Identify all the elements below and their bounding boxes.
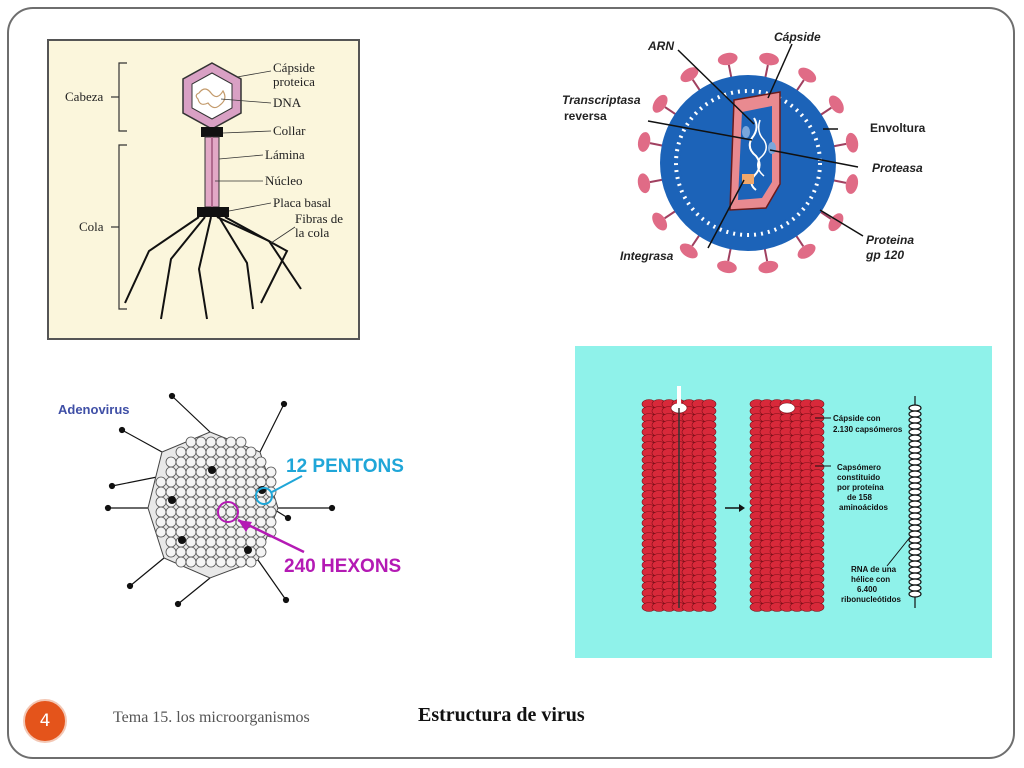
label-la-cola: la cola — [295, 225, 330, 240]
label-cola: Cola — [79, 219, 104, 234]
label-cabeza: Cabeza — [65, 89, 103, 104]
tmv-diagram: Cápside con 2.130 capsómeros Capsómero c… — [575, 346, 992, 658]
label-reversa: reversa — [564, 109, 607, 123]
label-por-proteina: por proteína — [837, 483, 884, 492]
slide-number-badge: 4 — [23, 699, 67, 743]
label-placa-basal: Placa basal — [273, 195, 332, 210]
label-envoltura: Envoltura — [870, 121, 926, 135]
label-capside-con: Cápside con — [833, 414, 881, 423]
footer-topic: Tema 15. los microorganismos — [113, 709, 310, 726]
adenovirus-diagram: Adenovirus 12 PENTONS 240 HEXONS — [52, 390, 404, 610]
slide-title: Estructura de virus — [418, 704, 585, 726]
label-capside-hiv: Cápside — [774, 30, 821, 44]
label-6400: 6.400 — [857, 585, 878, 594]
label-dna: DNA — [273, 95, 302, 110]
label-proteina: Proteina — [866, 233, 914, 247]
label-arn: ARN — [647, 39, 674, 53]
label-lamina: Lámina — [265, 147, 305, 162]
label-aminoacidos: aminoácidos — [839, 503, 888, 512]
label-collar: Collar — [273, 123, 306, 138]
label-ribonucleotidos: ribonucleótidos — [841, 595, 902, 604]
svg-text:RNA de una hélice con: RNA de una hélice con 6.400 ribonucleóti… — [841, 565, 902, 604]
label-hexons: 240 HEXONS — [284, 556, 401, 577]
label-pentons: 12 PENTONS — [286, 456, 404, 477]
label-capside: Cápside — [273, 60, 315, 75]
label-capsomeros: 2.130 capsómeros — [833, 425, 903, 434]
label-transcriptasa: Transcriptasa — [562, 93, 641, 107]
svg-text:Capsómero constituido: Capsómero constituido por proteína de 15… — [837, 463, 888, 512]
label-gp120: gp 120 — [865, 248, 904, 262]
label-proteasa: Proteasa — [872, 161, 923, 175]
bacteriophage-diagram: Cabeza Cola Cápside proteica DNA Collar … — [47, 39, 360, 340]
label-capsomero: Capsómero — [837, 463, 881, 472]
label-rna-helice: RNA de una — [851, 565, 897, 574]
svg-text:Cápside con 2.130 capsóm: Cápside con 2.130 capsómeros — [833, 414, 903, 434]
label-helice-con: hélice con — [851, 575, 890, 584]
label-fibras: Fibras de — [295, 211, 343, 226]
label-de-158: de 158 — [847, 493, 872, 502]
label-proteica: proteica — [273, 74, 315, 89]
label-nucleo: Núcleo — [265, 173, 303, 188]
hiv-diagram: ARN Cápside Transcriptasa reversa Envolt… — [558, 28, 942, 274]
label-adenovirus: Adenovirus — [58, 402, 130, 417]
label-integrasa: Integrasa — [620, 249, 674, 263]
label-constituido: constituido — [837, 473, 880, 482]
